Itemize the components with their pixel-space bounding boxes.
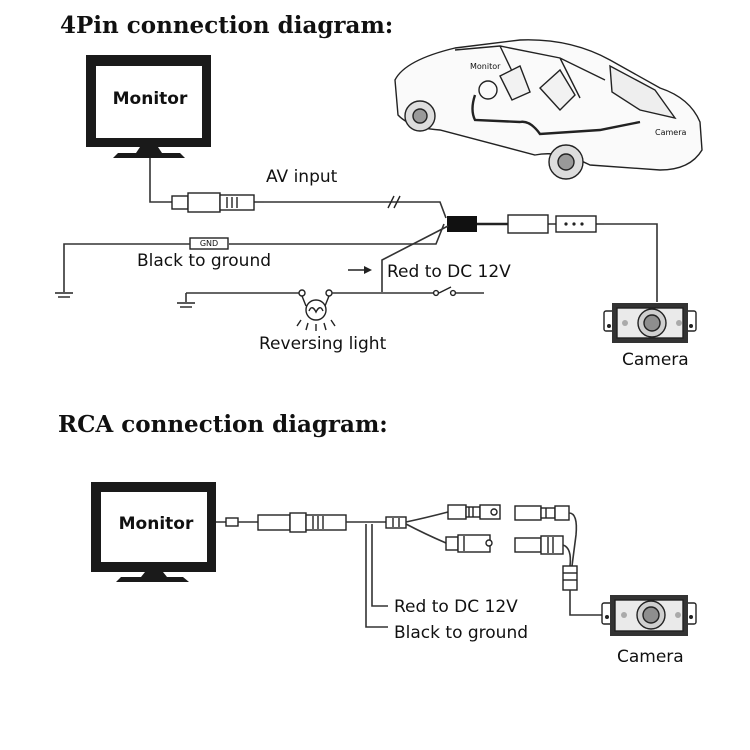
rca-black-ground-label: Black to ground — [394, 623, 528, 643]
reversing-light-label: Reversing light — [259, 334, 387, 354]
camera-4pin — [603, 303, 697, 343]
camera-rca — [601, 595, 697, 636]
red-dc-label: Red to DC 12V — [387, 262, 511, 282]
diagram-rca-title: RCA connection diagram: — [58, 411, 388, 438]
power-wire — [381, 225, 449, 292]
camera-rca-label: Camera — [617, 647, 684, 667]
camera-rca-wire-a — [568, 512, 578, 567]
ground-wire — [229, 223, 445, 245]
dc-power-plug — [445, 534, 493, 553]
pigtail-connector — [447, 214, 604, 234]
diagram-4pin-title: 4Pin connection diagram: — [60, 12, 393, 39]
car-illustration: Monitor Camera — [394, 39, 703, 180]
rca-video-plug — [447, 504, 501, 520]
monitor-rca-screen — [101, 492, 207, 562]
diagram-rca: RCA connection diagram: Monitor — [58, 411, 697, 667]
camera-rca-wire-b — [562, 544, 572, 567]
monitor-rca: Monitor — [91, 482, 216, 582]
camera-4pin-label: Camera — [622, 350, 689, 370]
rca-monitor-cable — [216, 512, 407, 533]
red-lead — [371, 524, 388, 607]
monitor-rca-stand — [116, 577, 189, 582]
av-connector — [171, 192, 264, 213]
car-monitor-label: Monitor — [470, 62, 501, 71]
camera-rca-junction — [562, 565, 578, 591]
monitor-4pin-stand — [113, 153, 185, 158]
wire-break-mark — [393, 195, 401, 209]
rca-video-wire — [405, 511, 449, 523]
reversing-circuit — [177, 286, 484, 308]
rca-red-dc-label: Red to DC 12V — [394, 597, 518, 617]
camera-rca-cable — [569, 590, 607, 616]
wire-break-mark — [387, 195, 395, 209]
monitor-4pin-cable — [149, 158, 172, 203]
ground-symbol-left — [55, 292, 73, 298]
camera-rca-video-plug — [514, 505, 570, 521]
camera-dc-plug — [514, 535, 564, 555]
monitor-4pin-neck — [136, 147, 162, 153]
monitor-4pin-screen — [96, 66, 202, 138]
camera-4pin-wire — [604, 223, 658, 302]
car-camera-label: Camera — [655, 128, 686, 137]
bulb-icon — [296, 295, 336, 331]
monitor-rca-label: Monitor — [119, 514, 194, 534]
diagram-4pin: 4Pin connection diagram: Monitor Monitor… — [55, 12, 703, 370]
black-lead — [365, 524, 388, 628]
av-input-label: AV input — [266, 167, 338, 187]
monitor-rca-neck — [141, 572, 167, 577]
monitor-4pin-label: Monitor — [113, 89, 188, 109]
ground-wire-left — [63, 243, 190, 292]
pointer-arrow — [364, 266, 372, 274]
av-wire — [264, 201, 447, 219]
rca-power-wire — [405, 523, 447, 544]
monitor-4pin: Monitor — [86, 55, 211, 158]
black-ground-label: Black to ground — [137, 251, 271, 271]
gnd-tag-label: GND — [200, 239, 218, 248]
